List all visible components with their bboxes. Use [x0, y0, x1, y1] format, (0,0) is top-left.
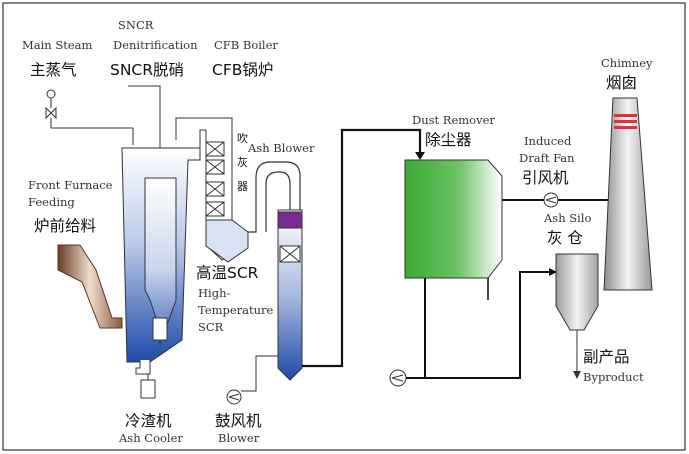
loop-seal	[152, 317, 168, 341]
ash-blower-stack	[205, 141, 225, 217]
label-chimney-zh: 烟囱	[606, 74, 637, 92]
label-ash-blower-zh-3: 器	[237, 180, 248, 193]
sncr-pipe	[128, 85, 161, 148]
label-front-feed-en-1: Front Furnace	[28, 178, 113, 192]
label-dust-remover-en: Dust Remover	[412, 113, 495, 127]
label-ash-blower-en: Ash Blower	[247, 141, 315, 155]
label-sncr-en-2: Denitrification	[113, 38, 198, 52]
label-ash-blower-zh-2: 灰	[237, 155, 248, 169]
label-blower-en: Blower	[218, 431, 260, 445]
high-temp-scr-column	[277, 209, 303, 381]
label-ht-scr-zh: 高温SCR	[196, 264, 259, 282]
label-ash-silo-en: Ash Silo	[543, 211, 592, 225]
label-main-steam-en: Main Steam	[22, 38, 93, 52]
chimney-band-3	[614, 126, 637, 129]
label-cfb-en: CFB Boiler	[214, 38, 278, 52]
ash-cooler-box	[140, 379, 156, 399]
label-ht-scr-en-1: High-	[198, 286, 230, 300]
label-ash-cooler-zh: 冷渣机	[125, 412, 172, 430]
label-chimney-en: Chimney	[601, 56, 653, 70]
scr-catalyst-layer	[277, 211, 303, 229]
label-sncr-zh: SNCR脱硝	[110, 61, 184, 79]
label-idf-en-2: Draft Fan	[519, 151, 575, 165]
label-byproduct-zh: 副产品	[583, 348, 630, 366]
chimney-band-2	[614, 120, 637, 123]
label-idf-zh: 引风机	[522, 169, 569, 187]
label-ash-blower-zh-1: 吹	[237, 132, 248, 145]
label-front-feed-zh: 炉前给料	[34, 217, 96, 235]
flue-gas-line	[302, 128, 422, 368]
label-front-feed-en-2: Feeding	[28, 195, 75, 209]
blower-icon	[226, 389, 242, 405]
label-sncr-en-1: SNCR	[118, 18, 154, 32]
chimney-band-1	[614, 114, 637, 117]
label-main-steam-zh: 主蒸气	[30, 61, 77, 79]
label-idf-en-1: Induced	[524, 134, 572, 148]
main-steam-valve-icon	[45, 89, 134, 145]
label-ht-scr-en-3: SCR	[198, 320, 224, 334]
ash-silo-unit	[555, 253, 599, 331]
dust-remover-unit	[404, 159, 503, 279]
label-dust-remover-zh: 除尘器	[425, 131, 472, 149]
label-ash-cooler-en: Ash Cooler	[118, 431, 183, 445]
front-furnace-feeder	[57, 244, 123, 329]
ash-cooler-outlet	[135, 360, 151, 375]
ash-conveyor-fan-icon	[389, 369, 407, 387]
label-byproduct-en: Byproduct	[583, 370, 644, 384]
chimney-stack	[603, 97, 653, 291]
label-cfb-zh: CFB锅炉	[212, 61, 273, 79]
label-ht-scr-en-2: Temperature	[198, 303, 274, 317]
label-blower-zh: 鼓风机	[215, 412, 262, 430]
label-ash-silo-zh: 灰 仓	[547, 229, 583, 247]
